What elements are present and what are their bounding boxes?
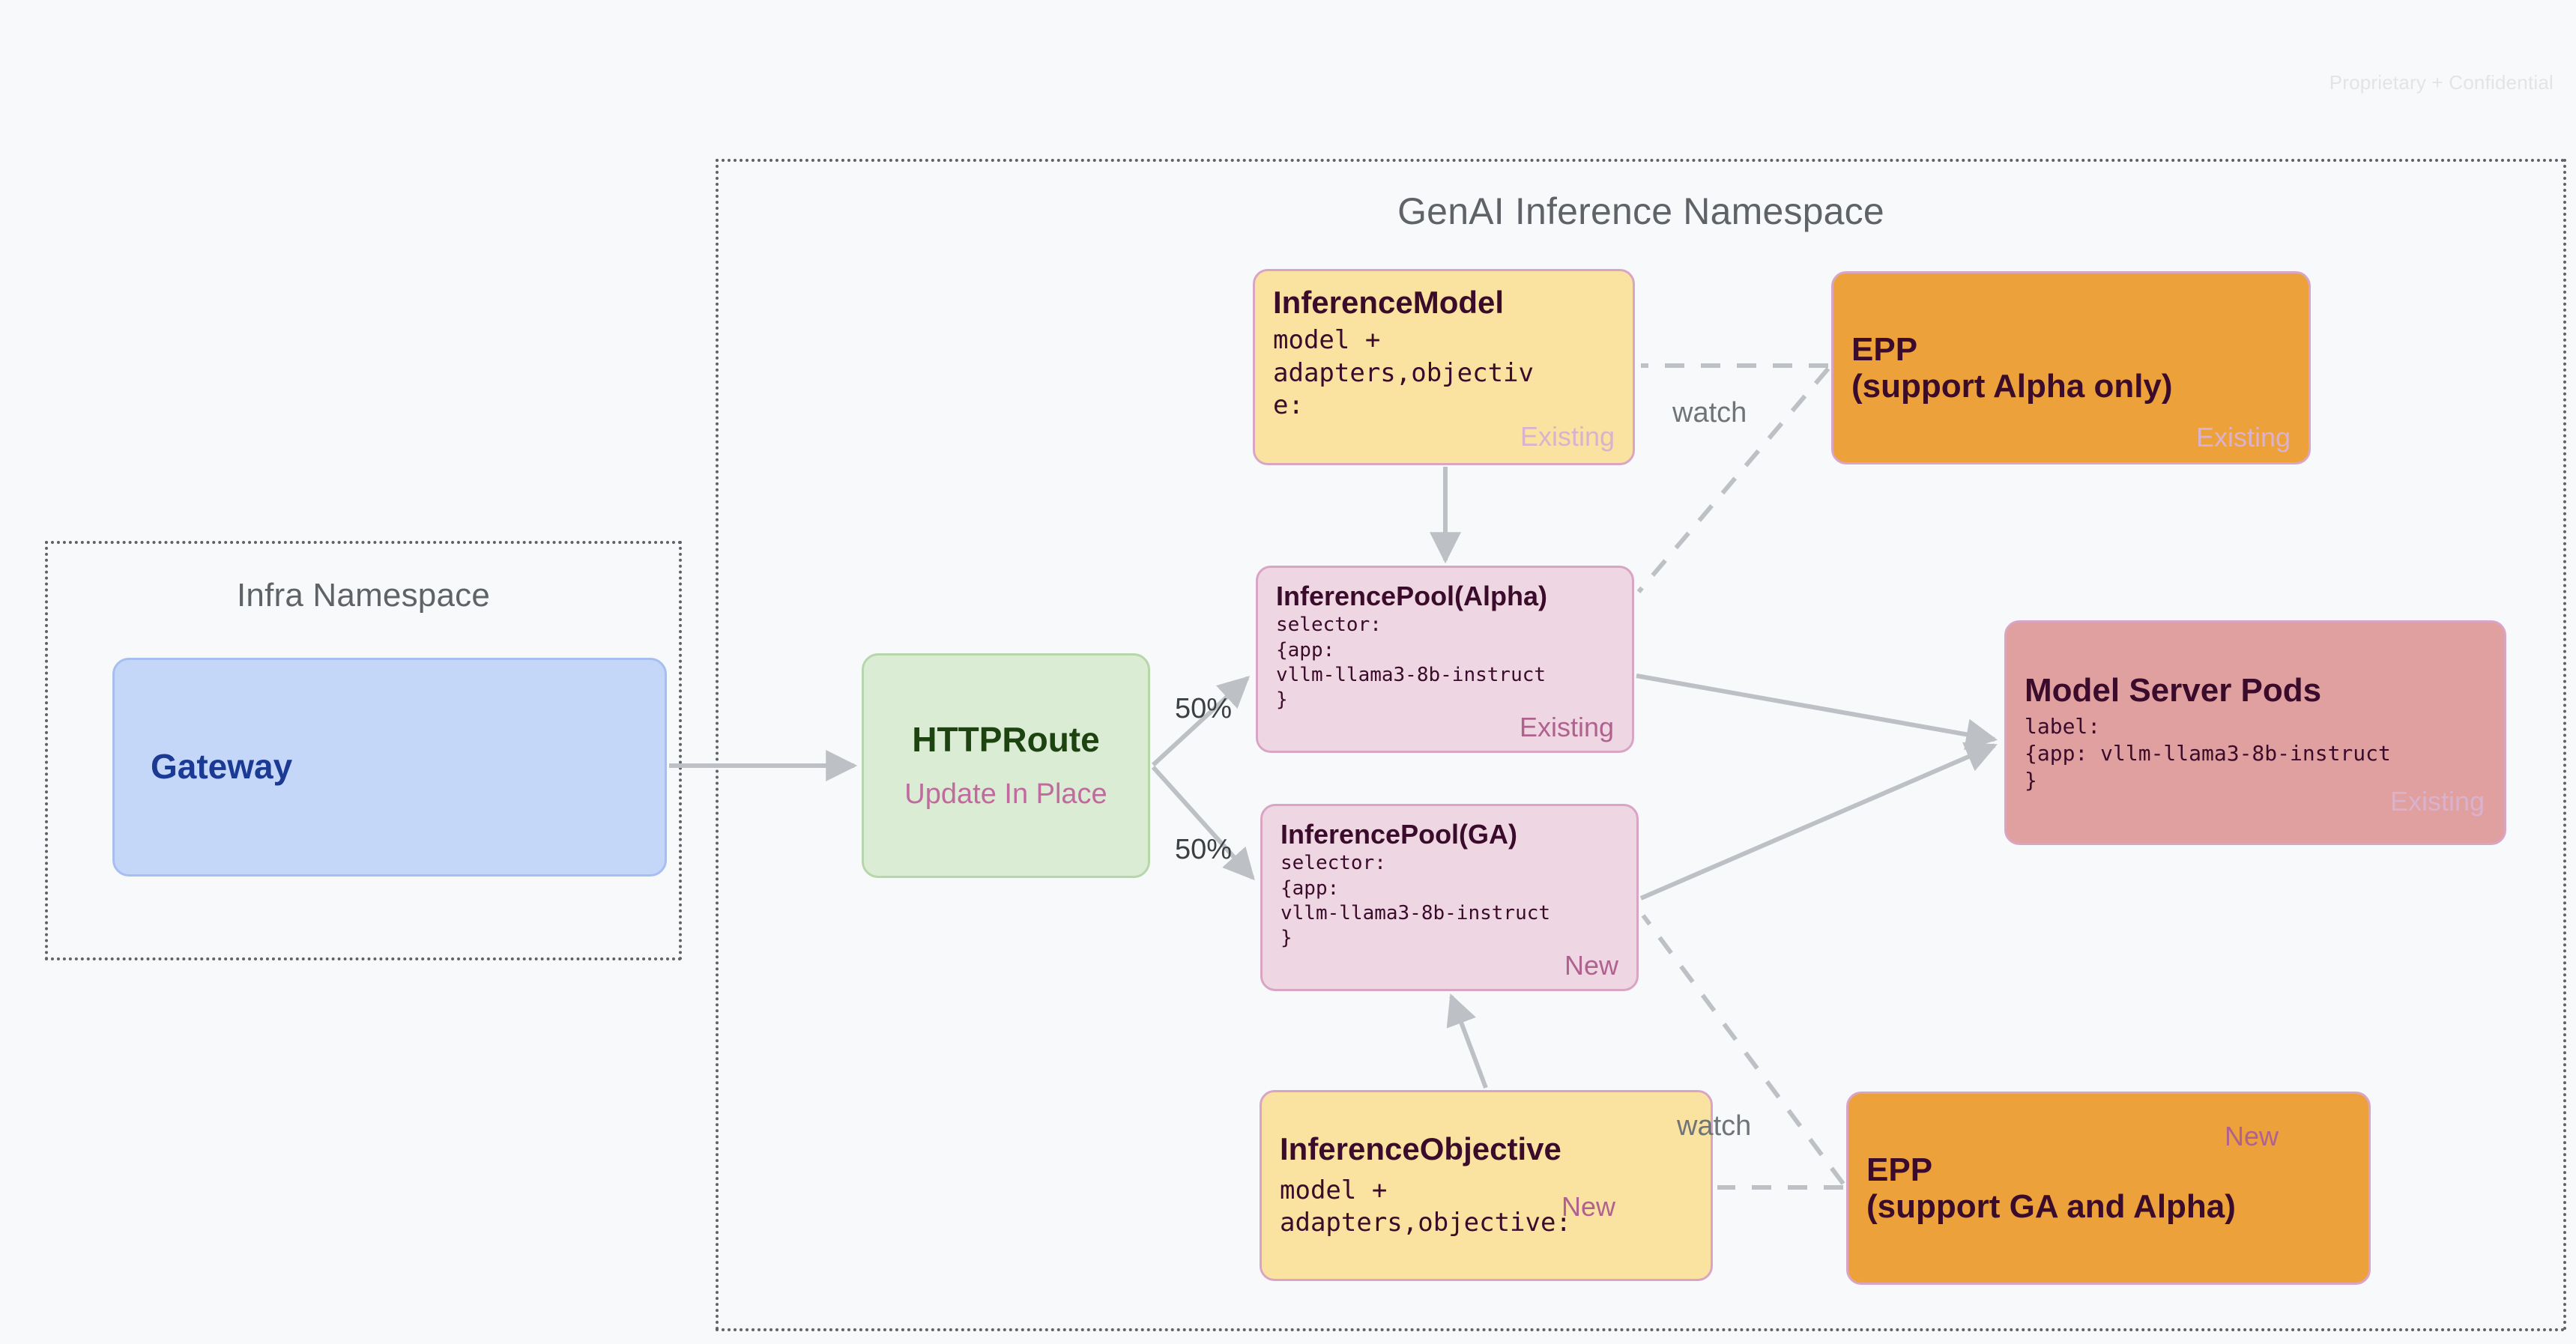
inference-objective-body: model + adapters,objective: — [1280, 1175, 1571, 1238]
pool-alpha-body: selector: {app: vllm-llama3-8b-instruct … — [1276, 614, 1546, 712]
node-model-server-pods[interactable]: Model Server Pods label: {app: vllm-llam… — [2004, 620, 2506, 845]
epp-alpha-title-line1: EPP — [1851, 330, 1918, 368]
node-inference-pool-ga[interactable]: InferencePool(GA) selector: {app: vllm-l… — [1260, 804, 1639, 991]
genai-namespace-title: GenAI Inference Namespace — [1397, 190, 1884, 232]
inference-model-title: InferenceModel — [1273, 285, 1505, 320]
edge-label-split-top: 50% — [1175, 693, 1233, 724]
node-gateway[interactable]: Gateway — [112, 658, 667, 877]
infra-namespace-title: Infra Namespace — [236, 577, 491, 614]
gateway-title: Gateway — [151, 747, 293, 787]
node-inference-model[interactable]: InferenceModel model + adapters,objectiv… — [1253, 269, 1635, 465]
confidential-notice: Proprietary + Confidential — [2329, 71, 2554, 94]
pool-ga-title: InferencePool(GA) — [1281, 819, 1518, 850]
inference-model-status-badge: Existing — [1520, 421, 1615, 452]
genai-namespace-container — [716, 159, 2566, 1331]
pool-ga-body: selector: {app: vllm-llama3-8b-instruct … — [1281, 852, 1551, 950]
pool-ga-status-badge: New — [1564, 950, 1618, 981]
node-inference-pool-alpha[interactable]: InferencePool(Alpha) selector: {app: vll… — [1256, 566, 1634, 753]
node-epp-ga[interactable]: EPP (support GA and Alpha) New — [1846, 1092, 2371, 1285]
inference-objective-status-badge: New — [1561, 1191, 1616, 1222]
infra-namespace-container — [45, 541, 682, 960]
epp-alpha-title-line2: (support Alpha only) — [1851, 368, 2173, 405]
node-httproute[interactable]: HTTPRoute Update In Place — [862, 653, 1150, 878]
edge-label-watch-bottom: watch — [1677, 1110, 1752, 1142]
edge-label-watch-top: watch — [1672, 397, 1747, 429]
httproute-title: HTTPRoute — [912, 719, 1100, 759]
epp-ga-title-line2: (support GA and Alpha) — [1866, 1188, 2236, 1225]
pool-alpha-title: InferencePool(Alpha) — [1276, 581, 1548, 611]
model-server-pods-status-badge: Existing — [2389, 786, 2485, 817]
epp-ga-title-line1: EPP — [1866, 1151, 1933, 1188]
httproute-subtitle: Update In Place — [904, 778, 1107, 811]
inference-model-body: model + adapters,objectiv e: — [1273, 325, 1534, 421]
node-epp-alpha[interactable]: EPP (support Alpha only) Existing — [1831, 271, 2311, 464]
pool-alpha-status-badge: Existing — [1519, 712, 1614, 742]
edge-label-split-bottom: 50% — [1175, 834, 1233, 865]
model-server-pods-title: Model Server Pods — [2025, 671, 2322, 709]
epp-ga-status-badge: New — [2224, 1121, 2279, 1151]
node-inference-objective[interactable]: InferenceObjective model + adapters,obje… — [1260, 1090, 1713, 1281]
inference-objective-title: InferenceObjective — [1280, 1131, 1561, 1167]
model-server-pods-body: label: {app: vllm-llama3-8b-instruct } — [2025, 713, 2391, 793]
epp-alpha-status-badge: Existing — [2195, 422, 2291, 452]
